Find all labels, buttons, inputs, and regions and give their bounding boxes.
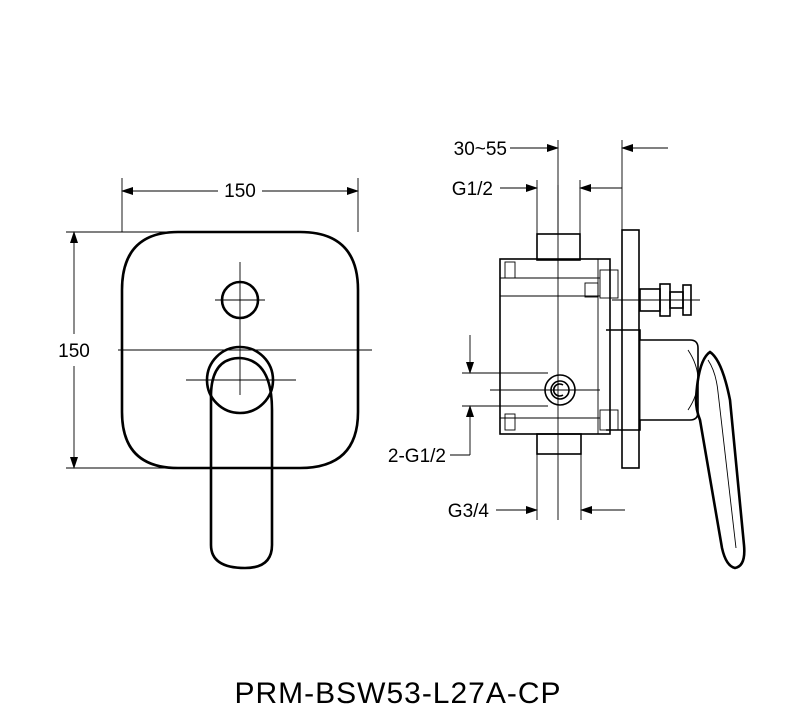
wall-plate: [621, 229, 640, 469]
width-label: 150: [224, 181, 256, 202]
diverter-stem: [612, 283, 700, 317]
side-inlet-dimension: 2-G1/2: [388, 335, 548, 467]
cover-plate: [120, 230, 360, 470]
bottom-outlet-label: G3/4: [448, 501, 490, 522]
depth-label: 30~55: [454, 139, 507, 160]
bottom-outlet-nozzle: [536, 433, 582, 455]
top-inlet-nozzle: [536, 233, 581, 261]
width-dimension: 150: [121, 178, 359, 232]
model-code: PRM-BSW53-L27A-CP: [234, 677, 561, 710]
height-dimension: 150: [58, 231, 178, 469]
depth-dimension: 30~55: [454, 139, 668, 234]
lever-handle: [209, 356, 274, 570]
side-view: 30~55 G1/2 2-G1/2 G3/4: [388, 139, 746, 570]
valve-body: [499, 258, 619, 435]
bottom-outlet-dimension: G3/4: [448, 454, 625, 522]
side-lever: [694, 350, 746, 570]
top-inlet-label: G1/2: [452, 179, 493, 200]
cartridge-housing: [606, 329, 699, 431]
front-view: 150 150: [58, 178, 372, 570]
height-label: 150: [58, 341, 90, 362]
side-inlet-label: 2-G1/2: [388, 446, 446, 467]
top-inlet-dimension: G1/2: [452, 179, 622, 234]
